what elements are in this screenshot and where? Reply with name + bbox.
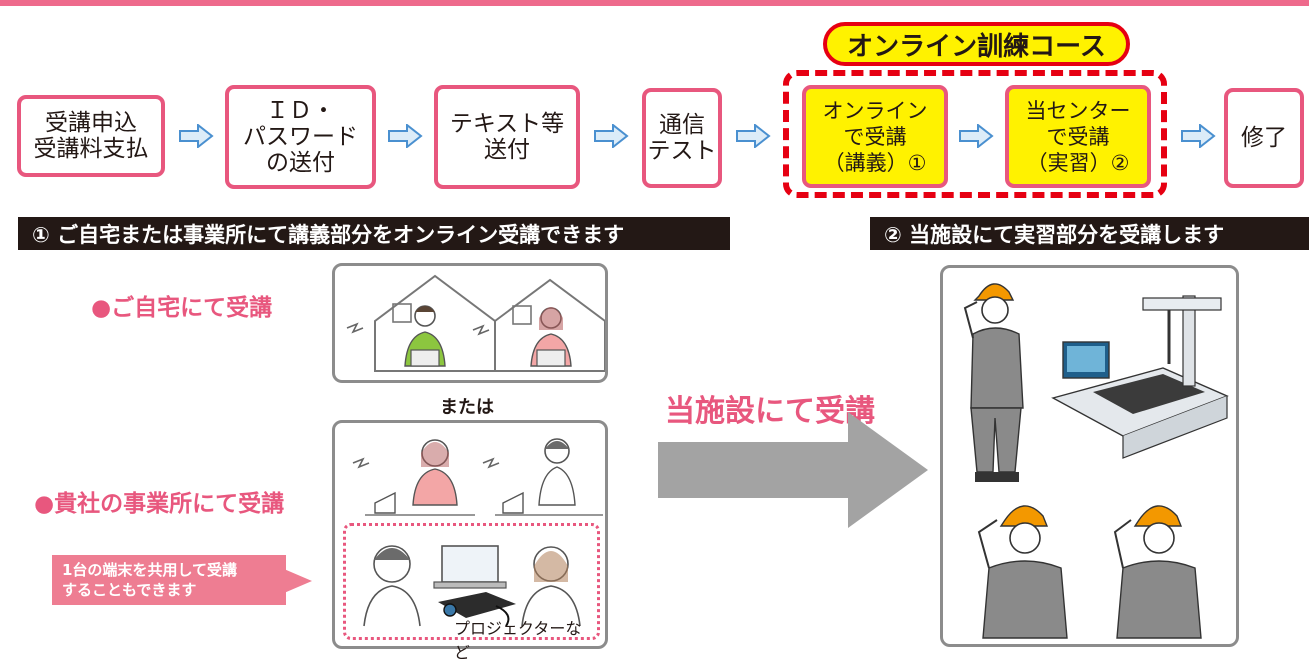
right-section-heading: ② 当施設にて実習部分を受講します [870, 217, 1309, 250]
online-course-frame [783, 70, 1167, 198]
step-completion-label: 修了 [1241, 125, 1287, 151]
top-accent-line [0, 0, 1309, 6]
house-icon [346, 274, 496, 372]
person-icon [363, 545, 421, 627]
big-gray-arrow-icon [658, 412, 928, 528]
shared-device-area: プロジェクターなど [343, 523, 600, 662]
projector-study-illustration [363, 545, 581, 627]
step-completion: 修了 [1224, 88, 1304, 188]
house-icon [472, 278, 606, 372]
office-study-illustration [352, 438, 603, 516]
step-textbook-label: テキスト等 送付 [449, 111, 565, 163]
laptop-icon [433, 545, 507, 589]
worker-icon [1113, 505, 1202, 639]
or-label: または [440, 397, 494, 418]
flow-arrow-icon [388, 124, 423, 148]
worker-icon [977, 505, 1068, 639]
flow-arrow-icon [1181, 124, 1216, 148]
step-center-practice-label: 当センター で受講 （実習）② [1025, 98, 1131, 175]
flow-arrow-icon [959, 124, 994, 148]
worker-at-laptop-icon [482, 438, 603, 516]
projector-icon [438, 592, 516, 627]
step-connection-test: 通信 テスト [642, 88, 722, 188]
facility-label: 当施設にて受講 [665, 394, 875, 429]
left-section-heading: ① ご自宅または事業所にて講義部分をオンライン受講できます [18, 217, 730, 250]
projector-label: プロジェクターなど [454, 619, 582, 662]
step-connection-test-label: 通信 テスト [647, 112, 717, 164]
facility-practice-illustration [963, 283, 1229, 639]
flow-arrow-icon [736, 124, 771, 148]
office-label: ●貴社の事業所にて受講 [34, 491, 285, 517]
step-textbook: テキスト等 送付 [434, 85, 580, 189]
facility-panel [940, 265, 1239, 647]
shared-device-callout: 1台の端末を共用して受講 することもできます [52, 555, 286, 605]
home-panel [332, 263, 608, 383]
flow-arrow-icon [594, 124, 629, 148]
step-online-lecture-label: オンライン で受講 （講義）① [822, 98, 928, 175]
step-id-password-label: ＩＤ・ パスワード の送付 [243, 98, 358, 176]
step-application: 受講申込 受講料支払 [17, 95, 165, 177]
step-online-lecture: オンライン で受講 （講義）① [802, 85, 948, 188]
step-application-label: 受講申込 受講料支払 [33, 110, 149, 162]
step-id-password: ＩＤ・ パスワード の送付 [225, 85, 376, 189]
shared-device-callout-text: 1台の端末を共用して受講 することもできます [62, 561, 237, 599]
step-center-practice: 当センター で受講 （実習）② [1005, 85, 1151, 188]
flow-arrow-icon [179, 124, 214, 148]
worker-at-laptop-icon [352, 439, 475, 516]
callout-arrow-icon [284, 569, 312, 593]
course-title: オンライン訓練コース [847, 31, 1106, 62]
worker-icon [963, 283, 1024, 482]
measuring-machine-icon [1051, 295, 1229, 459]
left-section-heading-text: ① ご自宅または事業所にて講義部分をオンライン受講できます [32, 222, 625, 247]
person-icon [521, 546, 581, 627]
home-label: ●ご自宅にて受講 [91, 295, 273, 321]
home-study-illustration [346, 274, 606, 372]
office-panel: プロジェクターなど [332, 420, 608, 662]
course-title-badge: オンライン訓練コース [823, 22, 1130, 66]
right-section-heading-text: ② 当施設にて実習部分を受講します [884, 222, 1225, 247]
